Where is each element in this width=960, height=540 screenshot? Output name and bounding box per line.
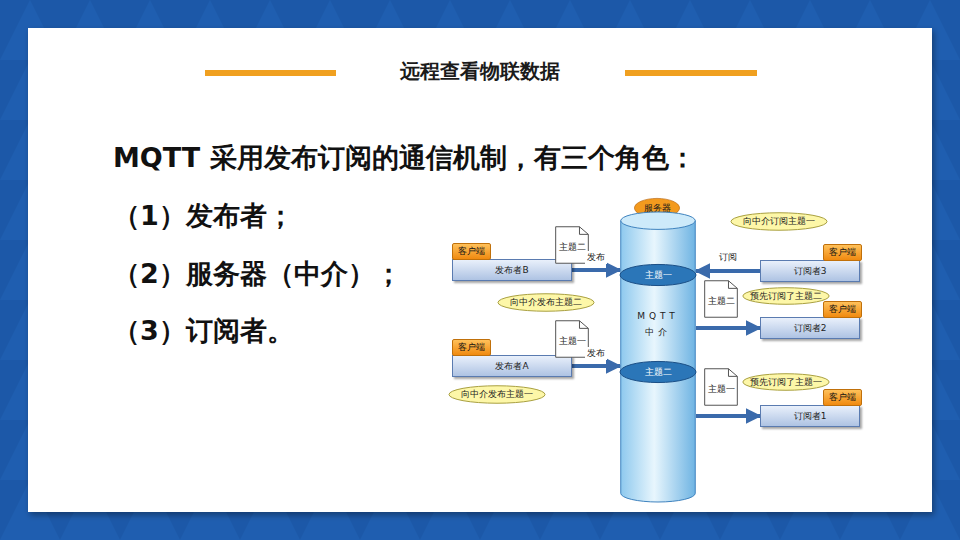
doc-node: 主题二 (555, 226, 589, 264)
title-bar (625, 70, 757, 76)
bubble-node: 向中介订阅主题一 (730, 212, 828, 231)
title-bar (205, 70, 336, 76)
client-name: 发布者A (495, 360, 528, 373)
speech-bubble (743, 374, 829, 391)
cyl-node: MQTT 中介 主题一主题二 (620, 212, 696, 502)
document-icon (556, 227, 589, 263)
arrow-connector (696, 269, 760, 273)
client-box: 客户端订阅者1 (760, 405, 860, 427)
doc-node: 主题二 (704, 280, 738, 318)
client-box: 客户端订阅者2 (760, 317, 860, 339)
client-name: 订阅者1 (794, 410, 827, 423)
band-ellipse (620, 264, 696, 285)
document-icon (705, 281, 738, 317)
client-name: 订阅者3 (794, 265, 827, 278)
arrow-connector (572, 268, 620, 272)
client-box: 客户端发布者A (452, 355, 572, 377)
bubble-text: 向中介发布主题二 (510, 296, 582, 309)
edge-label: 发布 (585, 251, 607, 264)
cylinder-top (621, 212, 695, 229)
body-text: （3）订阅者。 (113, 313, 294, 349)
bubble-node: 向中介发布主题一 (448, 385, 546, 404)
edge-label: 发布 (585, 347, 607, 360)
client-tab: 客户端 (452, 243, 491, 260)
document-fold (728, 281, 737, 289)
document-icon (705, 369, 738, 405)
client-tab: 客户端 (823, 244, 862, 261)
arrow-connector (696, 414, 760, 418)
speech-bubble (731, 213, 827, 230)
body-text: MQTT 采用发布订阅的通信机制，有三个角色： (113, 140, 696, 176)
bubble-text: 向中介发布主题一 (461, 388, 533, 401)
document-fold (728, 369, 737, 377)
document-fold (579, 227, 588, 235)
edge-label: 订阅 (717, 251, 739, 264)
client-box: 客户端发布者B (452, 259, 572, 281)
cyl-outline (620, 212, 696, 502)
bubble-text: 预先订阅了主题一 (750, 376, 822, 389)
client-tab: 客户端 (823, 389, 862, 406)
speech-bubble (449, 386, 545, 403)
client-box: 客户端订阅者3 (760, 260, 860, 282)
bubble-node: 预先订阅了主题一 (742, 373, 830, 391)
doc-text: 主题一 (708, 383, 735, 396)
doc-text: 主题二 (559, 241, 586, 254)
band-text: 主题二 (645, 366, 672, 379)
doc-text: 主题一 (559, 335, 586, 348)
bubble-node: 预先订阅了主题二 (742, 287, 830, 305)
doc-text: 主题二 (708, 295, 735, 308)
band-node: 主题二 (620, 361, 696, 383)
band-ellipse (620, 361, 696, 382)
cylinder-body (621, 221, 695, 502)
client-tab: 客户端 (452, 339, 491, 356)
body-text: （1）发布者； (113, 198, 294, 234)
body-text: （2）服务器（中介）； (113, 256, 402, 292)
speech-bubble (743, 288, 829, 305)
band-text: 主题一 (645, 269, 672, 282)
slide-title: 远程查看物联数据 (340, 58, 620, 85)
document-icon (556, 321, 589, 357)
bubble-text: 向中介订阅主题一 (743, 215, 815, 228)
client-name: 发布者B (495, 264, 528, 277)
band-node: 主题一 (620, 264, 696, 286)
speech-bubble (498, 294, 594, 311)
arrow-connector (572, 364, 620, 368)
doc-node: 主题一 (704, 368, 738, 406)
bubble-node: 向中介发布主题二 (497, 293, 595, 312)
document-fold (579, 321, 588, 329)
white-panel (28, 28, 932, 512)
client-tab: 客户端 (823, 301, 862, 318)
arrow-connector (696, 326, 760, 330)
cyl-text: MQTT 中介 (635, 308, 681, 340)
doc-node: 主题一 (555, 320, 589, 358)
client-name: 订阅者2 (794, 322, 827, 335)
bubble-text: 预先订阅了主题二 (750, 290, 822, 303)
